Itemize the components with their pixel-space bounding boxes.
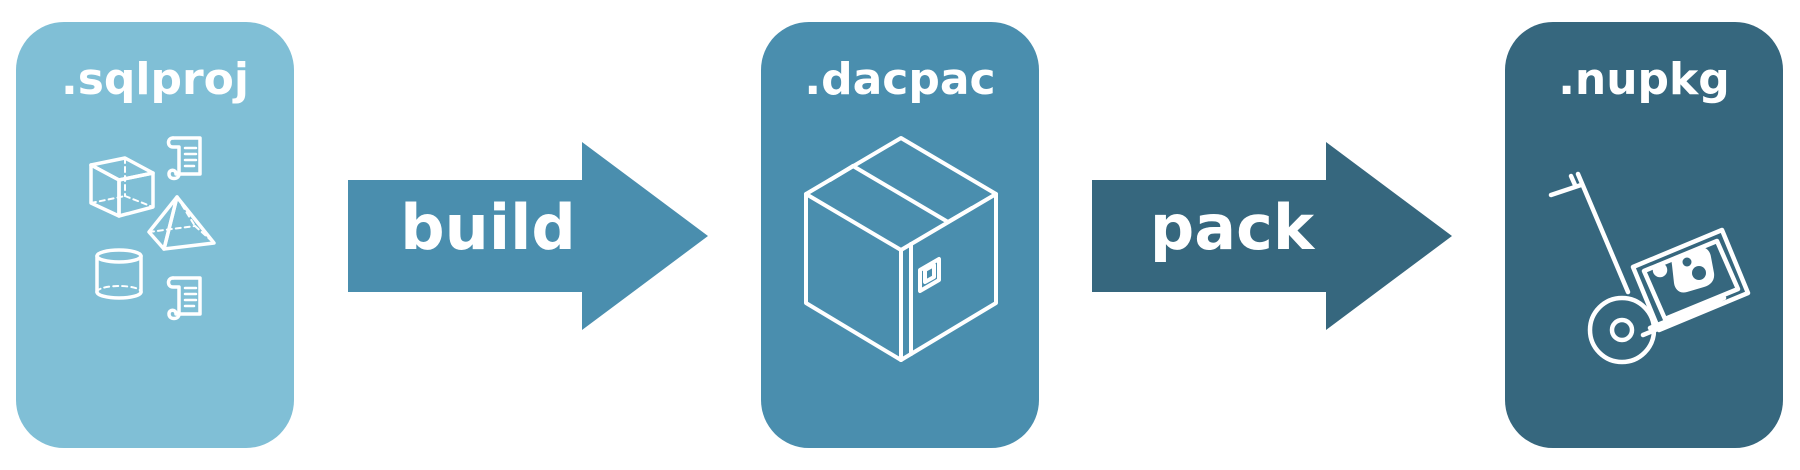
pyramid-icon xyxy=(147,195,216,251)
scroll-icon xyxy=(166,136,202,181)
pack-label: pack xyxy=(1149,191,1315,264)
cylinder-icon xyxy=(95,248,143,300)
cube-icon xyxy=(89,156,155,218)
scroll-icon xyxy=(166,276,202,321)
nupkg-title: .nupkg xyxy=(1558,54,1730,105)
box-icon xyxy=(804,136,998,362)
dacpac-card: .dacpac xyxy=(761,22,1039,448)
build-label: build xyxy=(400,191,576,264)
dacpac-title: .dacpac xyxy=(804,54,996,105)
build-arrow: build xyxy=(348,142,712,330)
sqlproj-card: .sqlproj xyxy=(16,22,294,448)
pack-arrow: pack xyxy=(1092,142,1456,330)
nupkg-card: .nupkg xyxy=(1505,22,1783,448)
hand-truck-icon xyxy=(1548,171,1751,365)
sqlproj-shapes xyxy=(89,136,216,321)
sqlproj-title: .sqlproj xyxy=(61,54,249,105)
right-arrow-icon xyxy=(348,142,708,330)
right-arrow-icon xyxy=(1092,142,1452,330)
